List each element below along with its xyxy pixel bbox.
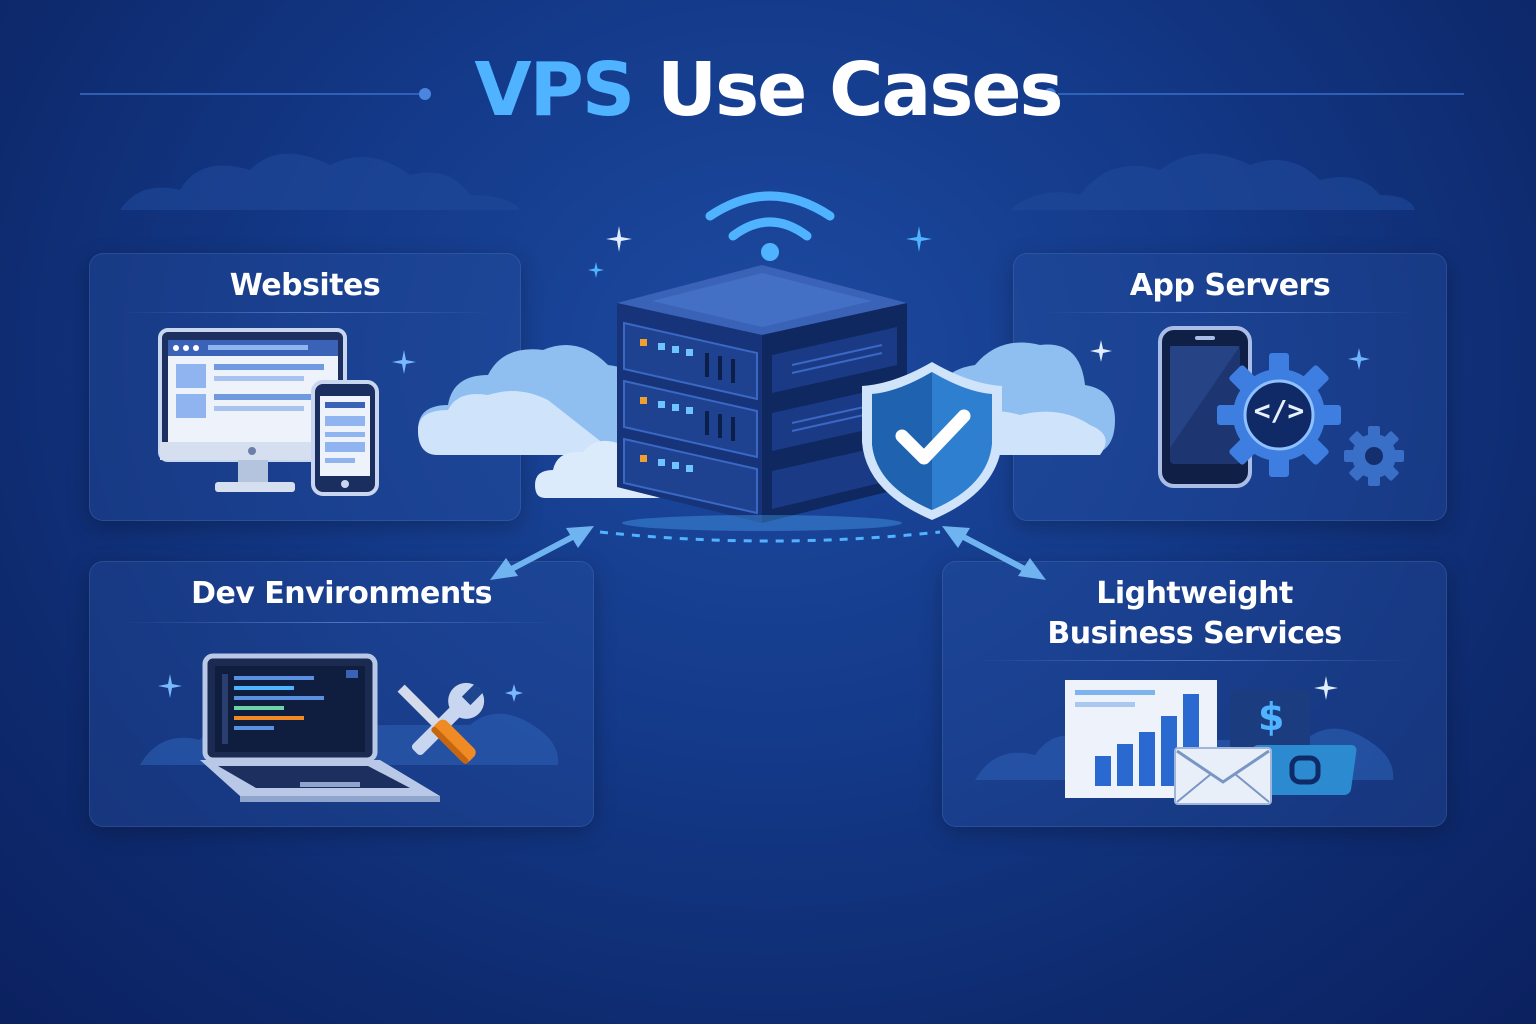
title-line-right — [1044, 88, 1464, 100]
title-line-left — [80, 88, 431, 100]
desktop-monitor-icon — [158, 328, 347, 492]
card-divider — [1044, 312, 1414, 313]
smartphone-icon — [311, 380, 379, 496]
gear-icon — [1217, 353, 1341, 477]
dollar-sign: $ — [1258, 695, 1285, 739]
sparkle-icon — [1348, 348, 1370, 370]
card-title-websites: Websites — [229, 268, 381, 303]
code-symbol: </> — [1253, 394, 1305, 427]
security-shield-icon — [862, 362, 1002, 520]
arrow-to-dev-environments — [490, 526, 594, 580]
card-title-dev-environments: Dev Environments — [191, 576, 492, 611]
title-rest: Use Cases — [656, 47, 1064, 133]
card-divider — [973, 660, 1413, 661]
title-accent: VPS — [474, 47, 635, 133]
card-divider — [120, 622, 560, 623]
sparkle-icon — [1314, 676, 1338, 700]
card-title-app-servers: App Servers — [1129, 268, 1331, 303]
card-title-business-line2: Business Services — [1047, 616, 1342, 651]
cloud-left-icon — [418, 345, 654, 455]
wifi-signal-icon — [705, 191, 835, 261]
card-title-business-line1: Lightweight — [1096, 576, 1293, 611]
sparkle-icon — [1090, 340, 1112, 362]
sparkle-icon — [505, 684, 523, 702]
arrow-to-business-services — [942, 526, 1046, 580]
connection-dotted-line — [599, 530, 941, 543]
small-gear-icon — [1344, 426, 1404, 486]
envelope-icon — [1174, 747, 1272, 805]
cloud-silhouette-left — [120, 153, 520, 210]
sparkle-icon — [906, 226, 932, 252]
page-title: VPS Use Cases — [0, 40, 1536, 140]
sparkle-icon — [158, 674, 182, 698]
sparkle-icon — [588, 262, 604, 278]
cloud-silhouette-right — [1010, 153, 1415, 210]
mobile-phone-icon — [1158, 326, 1252, 488]
laptop-icon — [200, 653, 440, 802]
server-rack-icon — [617, 265, 907, 531]
sparkle-icon — [392, 350, 416, 374]
card-divider — [120, 312, 490, 313]
wrench-screwdriver-icon — [397, 682, 485, 764]
money-bill-icon — [1230, 690, 1357, 795]
sparkle-icon — [606, 226, 632, 252]
